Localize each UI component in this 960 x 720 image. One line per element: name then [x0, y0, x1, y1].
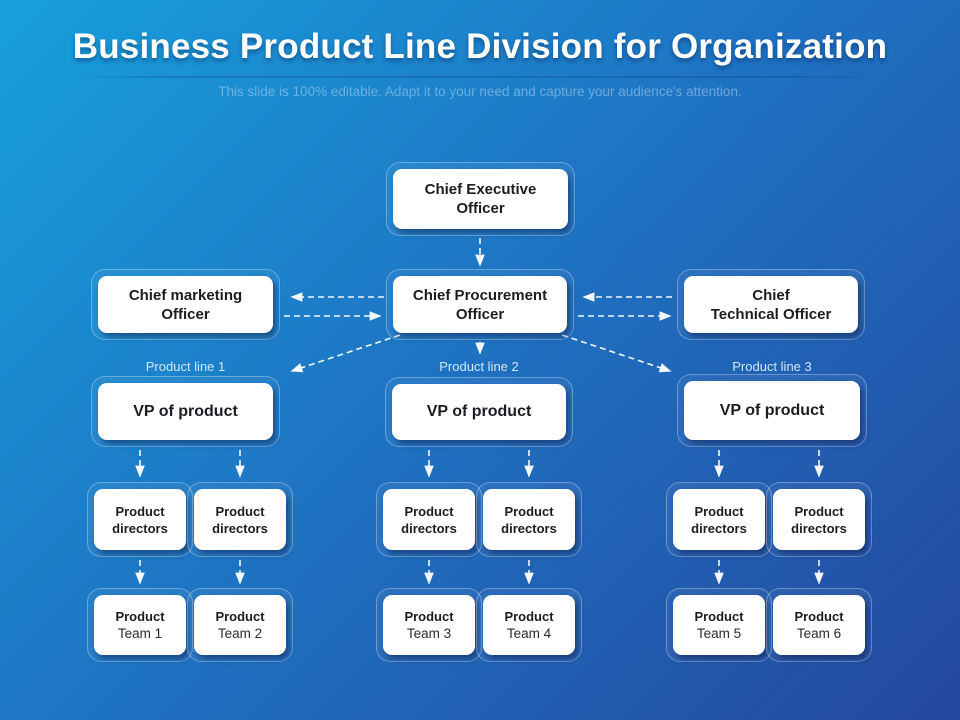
org-node-team-2-card: Product Team 2	[194, 595, 286, 655]
org-node-cto-line2: Technical Officer	[710, 305, 832, 323]
org-node-director-4-line1: Product	[504, 503, 554, 519]
org-node-vp-product-line-3: VP of product	[677, 374, 867, 447]
org-node-cpo-card: Chief Procurement Officer	[393, 276, 567, 333]
product-line-3-label: Product line 3	[732, 359, 812, 374]
org-node-director-2-line2: directors	[212, 520, 268, 536]
org-node-director-5-line2: directors	[691, 520, 747, 536]
org-node-ceo: Chief Executive Officer	[386, 162, 575, 236]
org-node-cmo: Chief marketing Officer	[91, 269, 280, 340]
slide-subtitle: This slide is 100% editable. Adapt it to…	[218, 84, 742, 99]
org-node-team-4: Product Team 4	[476, 588, 582, 662]
org-node-team-2: Product Team 2	[187, 588, 293, 662]
org-node-cpo-line1: Chief Procurement	[412, 286, 548, 304]
org-node-vp2-card: VP of product	[392, 384, 566, 440]
org-node-director-6-line2: directors	[791, 520, 847, 536]
org-node-director-5-card: Product directors	[673, 489, 765, 550]
org-node-team-1-line2: Team 1	[117, 626, 163, 641]
org-node-director-3-card: Product directors	[383, 489, 475, 550]
org-node-vp3-card: VP of product	[684, 381, 860, 440]
org-node-director-4: Product directors	[476, 482, 582, 557]
org-node-team-3-card: Product Team 3	[383, 595, 475, 655]
org-node-director-1-card: Product directors	[94, 489, 186, 550]
org-node-vp2-line1: VP of product	[426, 403, 532, 420]
title-divider	[72, 76, 888, 78]
org-node-vp3-line1: VP of product	[719, 401, 825, 419]
org-node-team-6-card: Product Team 6	[773, 595, 865, 655]
connector-cpo-to-vp1	[290, 334, 401, 373]
org-node-team-3-line2: Team 3	[406, 626, 452, 641]
org-node-cmo-line1: Chief marketing	[128, 286, 243, 304]
org-node-ceo-line1: Chief Executive	[424, 181, 537, 198]
org-node-ceo-card: Chief Executive Officer	[393, 169, 568, 229]
org-node-vp-product-line-1: VP of product	[91, 376, 280, 447]
product-line-2-label: Product line 2	[439, 359, 519, 374]
org-node-director-1-line2: directors	[112, 520, 168, 536]
org-node-director-6: Product directors	[766, 482, 872, 557]
org-node-director-3-line2: directors	[401, 520, 457, 536]
org-node-team-6-line1: Product	[794, 609, 844, 624]
org-node-ceo-line2: Officer	[456, 200, 505, 217]
org-node-cto-card: Chief Technical Officer	[684, 276, 858, 333]
org-node-cto: Chief Technical Officer	[677, 269, 865, 340]
org-node-team-1-line1: Product	[115, 609, 165, 624]
org-node-team-4-line2: Team 4	[506, 626, 552, 641]
org-node-director-1-line1: Product	[115, 503, 165, 519]
org-node-team-4-line1: Product	[504, 609, 554, 624]
product-line-1-label: Product line 1	[145, 359, 226, 374]
org-node-team-1: Product Team 1	[87, 588, 193, 662]
org-node-vp-product-line-2: VP of product	[385, 377, 573, 447]
org-node-cpo-line2: Officer	[455, 305, 505, 323]
org-node-director-4-card: Product directors	[483, 489, 575, 550]
org-node-team-5-line2: Team 5	[696, 626, 742, 641]
connector-cpo-to-vp3	[561, 334, 672, 373]
org-node-team-1-card: Product Team 1	[94, 595, 186, 655]
org-node-team-3: Product Team 3	[376, 588, 482, 662]
org-node-vp1-card: VP of product	[98, 383, 273, 440]
org-node-vp1-line1: VP of product	[133, 402, 238, 420]
slide-title: Business Product Line Division for Organ…	[72, 27, 888, 66]
org-node-director-3: Product directors	[376, 482, 482, 557]
org-node-team-5: Product Team 5	[666, 588, 772, 662]
org-node-director-2-card: Product directors	[194, 489, 286, 550]
org-node-director-5-line1: Product	[694, 503, 744, 519]
org-node-director-6-line1: Product	[794, 503, 844, 519]
org-node-team-5-line1: Product	[694, 609, 744, 624]
org-node-director-2: Product directors	[187, 482, 293, 557]
org-node-cto-line1: Chief	[752, 286, 790, 304]
org-node-team-5-card: Product Team 5	[673, 595, 765, 655]
org-node-cmo-line2: Officer	[161, 305, 210, 323]
org-node-director-6-card: Product directors	[773, 489, 865, 550]
org-node-cpo: Chief Procurement Officer	[386, 269, 574, 340]
org-node-team-3-line1: Product	[404, 609, 454, 624]
org-node-director-5: Product directors	[666, 482, 772, 557]
org-node-director-3-line1: Product	[404, 503, 454, 519]
org-node-team-6-line2: Team 6	[796, 626, 842, 641]
org-node-team-6: Product Team 6	[766, 588, 872, 662]
org-node-team-2-line1: Product	[215, 609, 265, 624]
org-node-director-4-line2: directors	[501, 520, 557, 536]
org-node-team-2-line2: Team 2	[217, 626, 263, 641]
org-node-director-2-line1: Product	[215, 503, 265, 519]
org-node-cmo-card: Chief marketing Officer	[98, 276, 273, 333]
org-node-director-1: Product directors	[87, 482, 193, 557]
org-node-team-4-card: Product Team 4	[483, 595, 575, 655]
